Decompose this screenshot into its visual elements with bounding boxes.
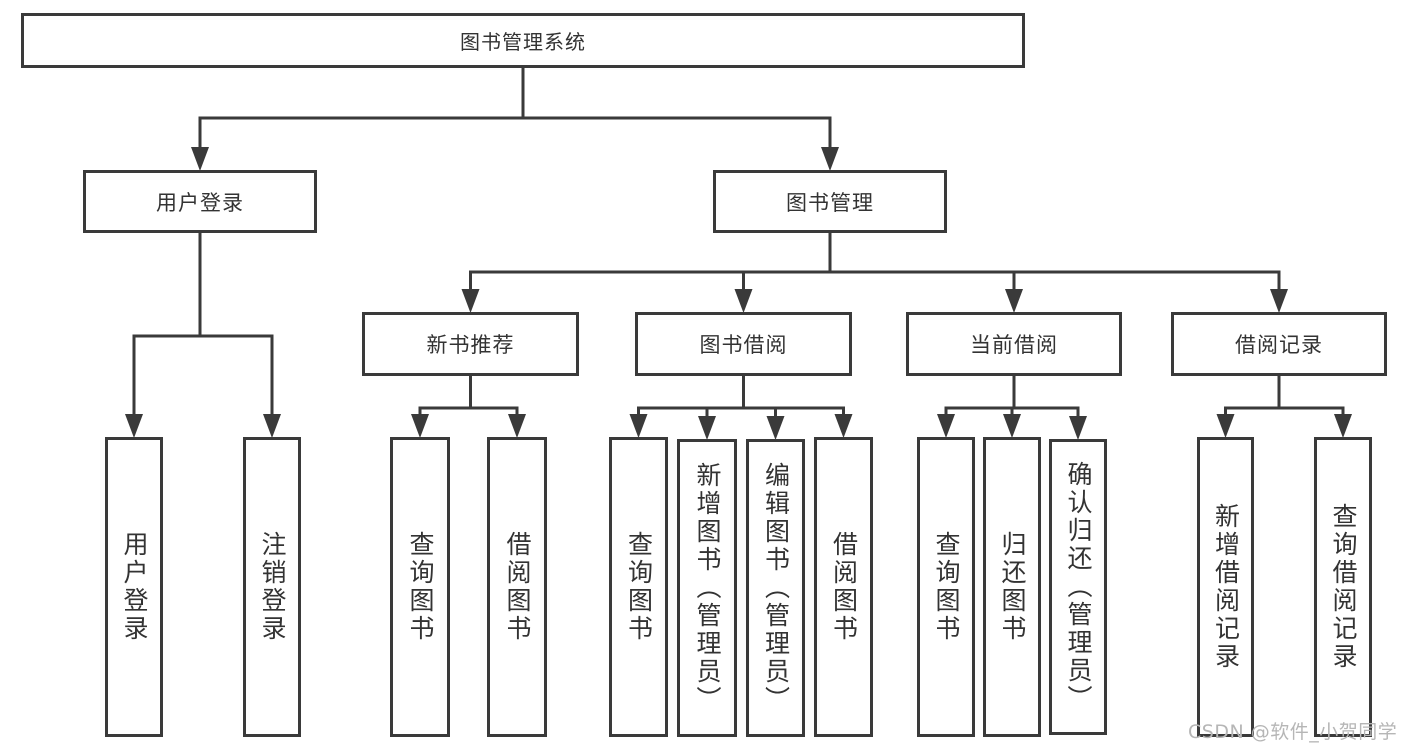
node-leaf-rec-borrow: 借阅图书	[487, 437, 547, 737]
node-leaf-bb-edit: 编辑图书（管理员）	[746, 439, 805, 737]
node-label-leaf-bb-add: 新增图书（管理员）	[693, 462, 722, 714]
node-label-leaf-rec-borrow: 借阅图书	[503, 531, 532, 643]
node-leaf-bb-borrow: 借阅图书	[814, 437, 873, 737]
node-label-new-book-rec: 新书推荐	[426, 333, 515, 357]
node-leaf-cb-return: 归还图书	[983, 437, 1041, 737]
node-label-leaf-bb-query: 查询图书	[624, 531, 654, 643]
node-leaf-cb-query: 查询图书	[917, 437, 975, 737]
node-label-leaf-logout: 注销登录	[258, 531, 287, 643]
node-label-leaf-rec-query: 查询图书	[406, 531, 435, 643]
node-label-book-borrow: 图书借阅	[699, 333, 788, 357]
node-book-mgmt: 图书管理	[713, 170, 947, 233]
node-borrow-records: 借阅记录	[1171, 312, 1387, 376]
node-root: 图书管理系统	[21, 13, 1025, 68]
node-label-leaf-cb-return: 归还图书	[998, 531, 1027, 643]
watermark: CSDN @软件_小贺同学	[1188, 721, 1398, 743]
node-current-borrow: 当前借阅	[906, 312, 1122, 376]
node-leaf-bb-add: 新增图书（管理员）	[677, 439, 737, 737]
node-label-leaf-bb-edit: 编辑图书（管理员）	[761, 462, 791, 714]
node-label-borrow-records: 借阅记录	[1235, 333, 1323, 357]
node-new-book-rec: 新书推荐	[362, 312, 579, 376]
node-book-borrow: 图书借阅	[635, 312, 852, 376]
node-leaf-logout: 注销登录	[243, 437, 301, 737]
node-label-leaf-cb-confirm: 确认归还（管理员）	[1064, 461, 1093, 713]
node-label-leaf-cb-query: 查询图书	[932, 531, 961, 643]
node-leaf-login: 用户登录	[105, 437, 163, 737]
node-label-leaf-bb-borrow: 借阅图书	[829, 531, 859, 643]
node-leaf-br-add: 新增借阅记录	[1197, 437, 1254, 737]
node-label-current-borrow: 当前借阅	[970, 333, 1058, 357]
node-user-login: 用户登录	[83, 170, 317, 233]
node-label-leaf-br-add: 新增借阅记录	[1211, 503, 1241, 671]
node-label-leaf-br-query: 查询借阅记录	[1329, 503, 1358, 671]
node-leaf-bb-query: 查询图书	[609, 437, 668, 737]
node-label-user-login: 用户登录	[156, 190, 244, 215]
node-leaf-rec-query: 查询图书	[390, 437, 450, 737]
node-leaf-br-query: 查询借阅记录	[1314, 437, 1372, 737]
node-label-root: 图书管理系统	[460, 30, 586, 54]
node-label-book-mgmt: 图书管理	[786, 190, 874, 215]
node-label-leaf-login: 用户登录	[120, 531, 149, 643]
node-leaf-cb-confirm: 确认归还（管理员）	[1049, 439, 1107, 735]
